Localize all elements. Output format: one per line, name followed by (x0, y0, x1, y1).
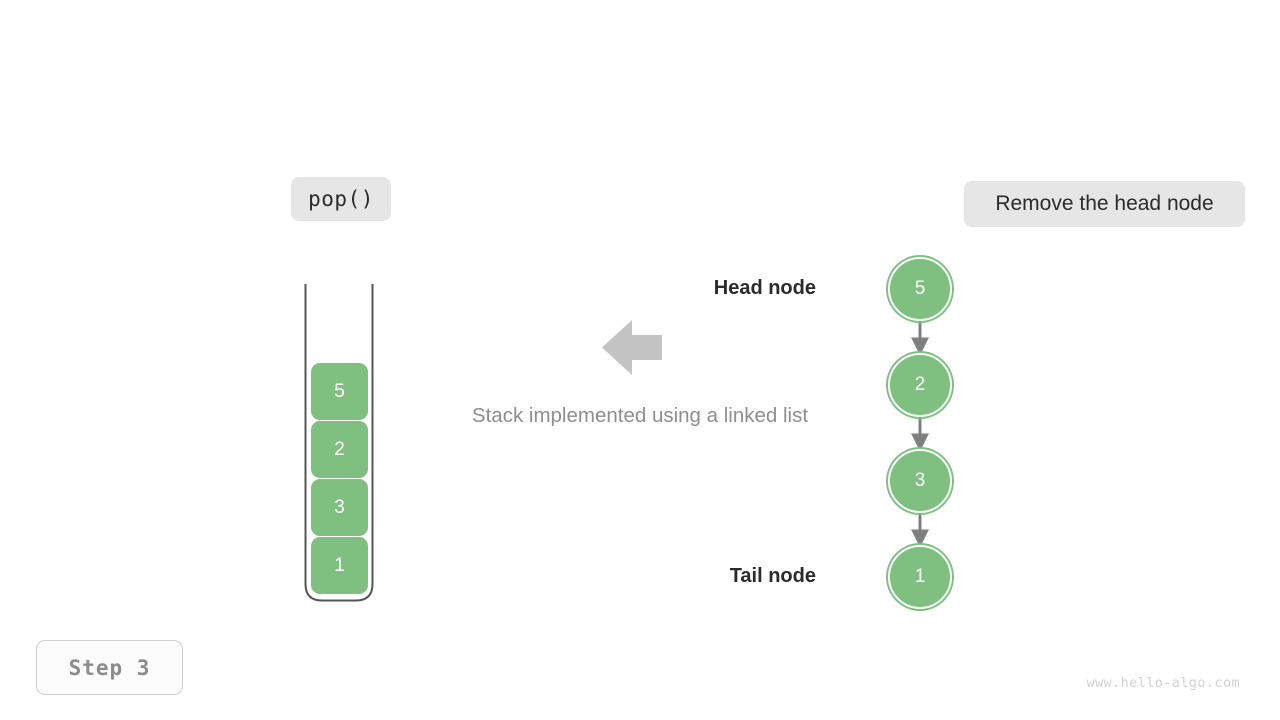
watermark: www.hello-algo.com (1086, 675, 1240, 691)
stack-container: 5 2 3 1 (304, 284, 374, 602)
list-node: 3 (888, 449, 952, 513)
head-node-label: Head node (713, 277, 816, 299)
stack-box: 1 (311, 537, 368, 594)
stack-box: 2 (311, 421, 368, 478)
operation-chip: pop() (291, 177, 391, 221)
step-badge: Step 3 (36, 640, 183, 695)
stack-box: 3 (311, 479, 368, 536)
list-node: 5 (888, 257, 952, 321)
stack-walls-icon (304, 284, 374, 602)
list-node: 1 (888, 545, 952, 609)
list-node: 2 (888, 353, 952, 417)
linked-list: 5 2 3 1 (888, 257, 952, 609)
stack-box-list: 5 2 3 1 (311, 363, 368, 595)
arrow-left-icon (602, 320, 662, 375)
action-description-chip: Remove the head node (964, 181, 1245, 227)
stack-box: 5 (311, 363, 368, 420)
tail-node-label: Tail node (729, 565, 816, 587)
diagram-caption: Stack implemented using a linked list (471, 404, 809, 427)
